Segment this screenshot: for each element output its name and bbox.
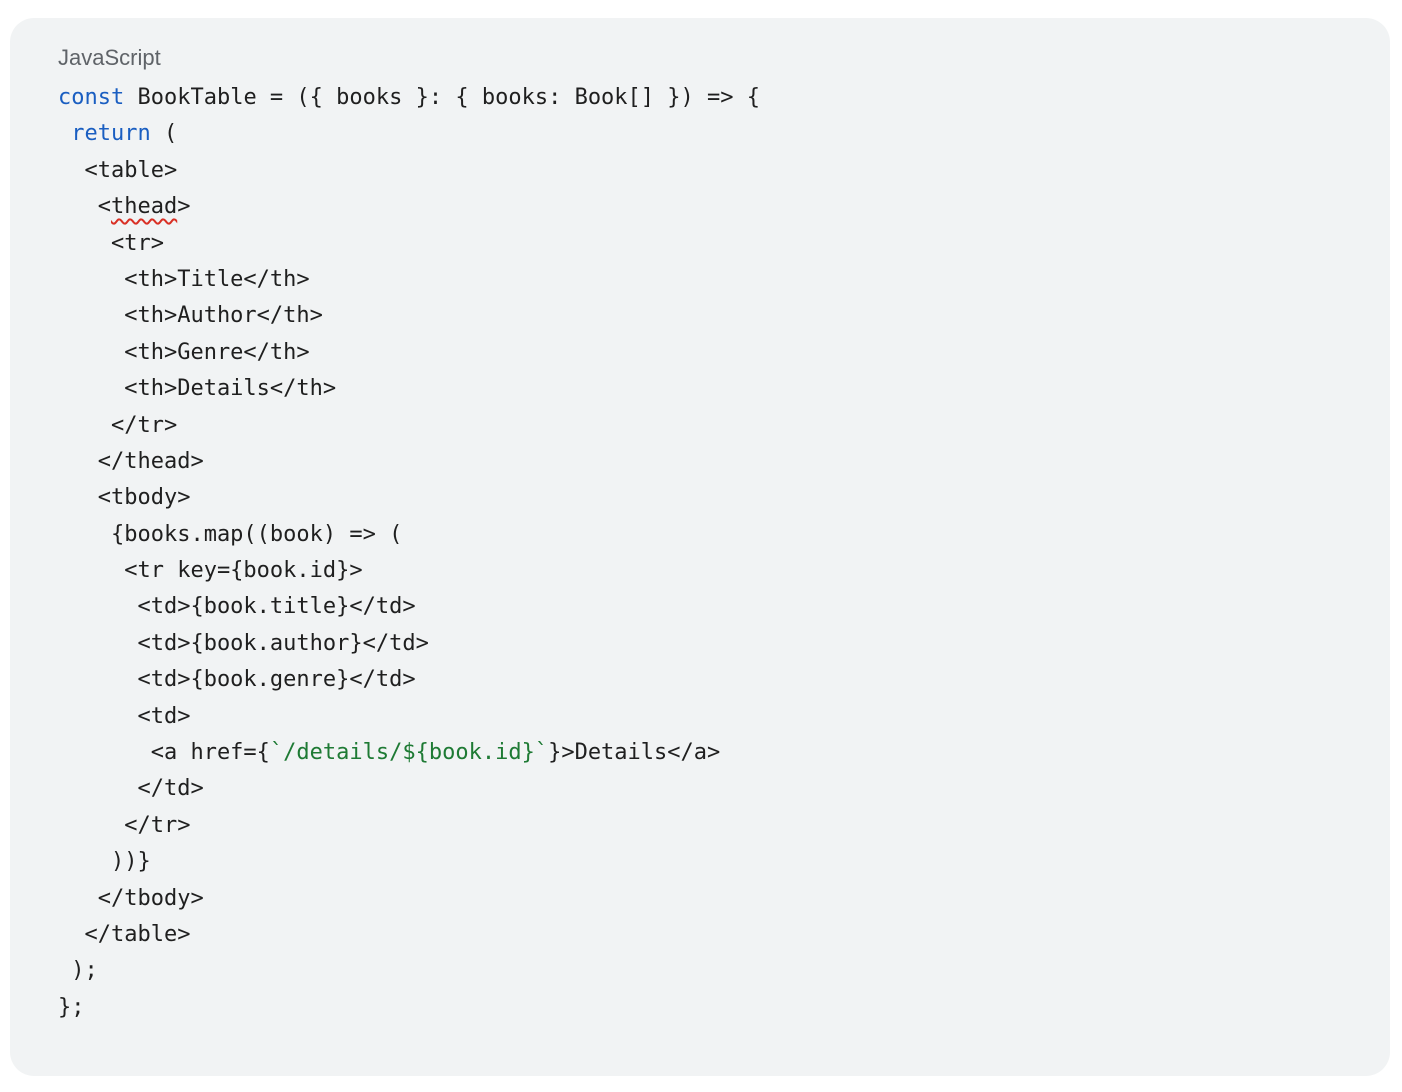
code-line: <table> <box>58 153 760 189</box>
code-line: }; <box>58 990 760 1026</box>
code-token: </tbody> <box>58 885 204 911</box>
code-line: <td> <box>58 699 760 735</box>
code-line: <tbody> <box>58 480 760 516</box>
code-token: </tr> <box>58 412 178 438</box>
code-token: < <box>58 194 111 220</box>
code-token: }>Details</a> <box>548 740 721 766</box>
code-line: <tr key={book.id}> <box>58 553 760 589</box>
code-token: <td> <box>58 703 191 729</box>
code-line: <td>{book.genre}</td> <box>58 662 760 698</box>
code-line: <td>{book.title}</td> <box>58 589 760 625</box>
code-token: </table> <box>58 921 191 947</box>
code-token: </tr> <box>58 812 191 838</box>
code-line: ); <box>58 953 760 989</box>
code-token: <td>{book.author}</td> <box>58 630 429 656</box>
code-token: <th>Title</th> <box>58 266 310 292</box>
code-line: </thead> <box>58 444 760 480</box>
spellcheck-flagged-token: thead <box>110 194 178 220</box>
code-token: </thead> <box>58 448 204 474</box>
code-line: <tr> <box>58 226 760 262</box>
code-keyword-token: return <box>71 121 151 147</box>
code-line: <a href={`/details/${book.id}`}>Details<… <box>58 735 760 771</box>
code-line: <td>{book.author}</td> <box>58 626 760 662</box>
code-token: {books.map((book) => ( <box>58 521 403 547</box>
code-token: <td>{book.title}</td> <box>58 594 416 620</box>
code-line: <th>Genre</th> <box>58 335 760 371</box>
code-line: {books.map((book) => ( <box>58 517 760 553</box>
code-token: <a href={ <box>58 740 270 766</box>
code-content[interactable]: const BookTable = ({ books }: { books: B… <box>58 80 760 1026</box>
code-token: BookTable = ({ books }: { books: Book[] … <box>124 85 760 110</box>
code-token: > <box>177 194 191 220</box>
code-line: <th>Author</th> <box>58 298 760 334</box>
code-line: const BookTable = ({ books }: { books: B… <box>58 80 760 116</box>
code-line: <th>Title</th> <box>58 262 760 298</box>
code-token: <td>{book.genre}</td> <box>58 667 416 693</box>
code-line: </tbody> <box>58 881 760 917</box>
code-token: <th>Details</th> <box>58 376 337 402</box>
code-token: <th>Author</th> <box>58 303 323 329</box>
code-line: <th>Details</th> <box>58 371 760 407</box>
code-line: </table> <box>58 917 760 953</box>
code-token: <tr> <box>58 230 164 256</box>
code-string-token: `/details/${book.id}` <box>269 740 549 766</box>
code-block-card: JavaScript const BookTable = ({ books }:… <box>10 18 1390 1076</box>
code-token: <tr key={book.id}> <box>58 558 363 584</box>
code-token <box>58 121 71 146</box>
code-token: ); <box>58 958 98 984</box>
code-token: }; <box>58 994 85 1020</box>
code-token: </td> <box>58 776 204 802</box>
code-token: ( <box>150 121 178 147</box>
code-line: return ( <box>58 116 760 152</box>
code-token: <tbody> <box>58 485 191 511</box>
code-line: </td> <box>58 771 760 807</box>
code-token: <table> <box>58 157 178 183</box>
code-line: </tr> <box>58 808 760 844</box>
code-line: ))} <box>58 844 760 880</box>
code-line: </tr> <box>58 408 760 444</box>
code-language-label: JavaScript <box>58 45 161 70</box>
code-token: ))} <box>58 849 151 875</box>
code-line: <thead> <box>58 189 760 225</box>
code-keyword-token: const <box>58 85 125 110</box>
code-token: <th>Genre</th> <box>58 339 310 365</box>
